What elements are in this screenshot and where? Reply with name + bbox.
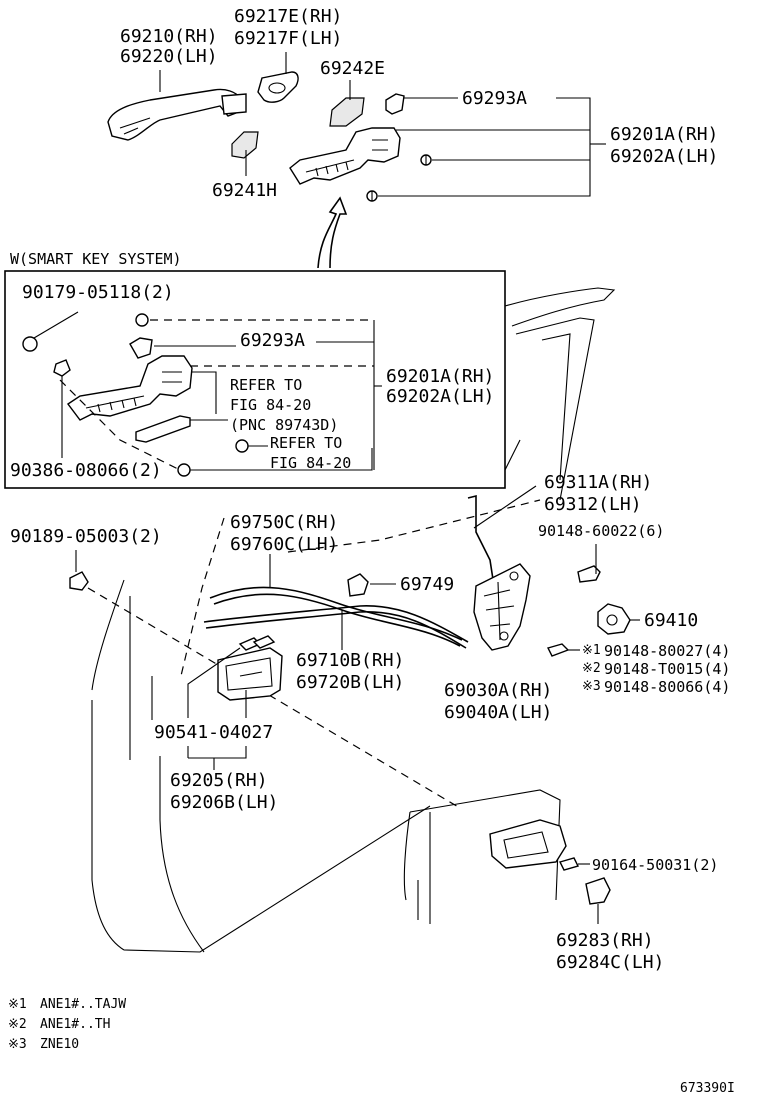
note-3-text: ZNE10: [40, 1037, 79, 1052]
callout-lock-rh: 69030A(RH): [444, 680, 552, 701]
callout-clip-69749: 69749: [400, 574, 454, 595]
sk-refer2-b: FIG 84-20: [270, 454, 351, 472]
inner-panel-handle-part[interactable]: [489, 819, 567, 869]
callout-screw-09-3: 90148-80066(4): [604, 678, 730, 696]
callout-cover-rh: 69217E(RH): [234, 6, 342, 27]
inside-handle-part[interactable]: [217, 647, 283, 701]
pad-69242e-part[interactable]: [329, 97, 365, 127]
note-2-text: ANE1#..TH: [40, 1017, 110, 1032]
sk-frame-lh: 69202A(LH): [386, 386, 494, 407]
sk-frame-rh: 69201A(RH): [386, 366, 494, 387]
sk-screw-part: [22, 336, 38, 352]
callout-screw-90541: 90541-04027: [154, 722, 273, 743]
cable-clip-69749-part[interactable]: [347, 573, 369, 597]
cable-69710b-part[interactable]: [203, 605, 469, 649]
sk-screw-top: 90179-05118(2): [22, 282, 174, 303]
callout-cover-lh: 69217F(LH): [234, 28, 342, 49]
callout-cable-c-rh: 69750C(RH): [230, 512, 338, 533]
callout-cable-c-lh: 69760C(LH): [230, 534, 338, 555]
screw-09-part: [546, 643, 570, 657]
callout-screw-90164: 90164-50031(2): [592, 856, 718, 874]
callout-inner-rh: 69205(RH): [170, 770, 268, 791]
sk-nut-bottom: 90386-08066(2): [10, 460, 162, 481]
callout-handle-rh: 69210(RH): [120, 26, 218, 47]
striker-part[interactable]: [597, 603, 631, 635]
sk-refer1-b: FIG 84-20: [230, 396, 311, 414]
sk-clip-small: [135, 313, 149, 327]
callout-screw-09-1: 90148-80027(4): [604, 642, 730, 660]
mark-2: ※2: [582, 661, 601, 676]
clip-69293a-part[interactable]: [385, 93, 405, 115]
pad-69241h-part[interactable]: [231, 131, 259, 159]
note-3-mark: ※3: [8, 1037, 27, 1052]
callout-cover-lh: 69284C(LH): [556, 952, 664, 973]
note-1-text: ANE1#..TAJW: [40, 997, 126, 1012]
sk-clip-label: 69293A: [240, 330, 305, 351]
mark-1: ※1: [582, 643, 601, 658]
sk-bolt-part: [235, 439, 249, 453]
callout-cable-b-lh: 69720B(LH): [296, 672, 404, 693]
callout-pad-69241h: 69241H: [212, 180, 277, 201]
callout-handle-lh: 69220(LH): [120, 46, 218, 67]
sk-nut-part: [53, 359, 71, 377]
door-outline: [91, 287, 616, 953]
callout-rod-lh: 69312(LH): [544, 494, 642, 515]
callout-screw-09-2: 90148-T0015(4): [604, 660, 730, 678]
smart-key-box: [4, 270, 506, 489]
callout-pad-69242e: 69242E: [320, 58, 385, 79]
handle-cover-part[interactable]: [257, 71, 299, 103]
mark-3: ※3: [582, 679, 601, 694]
screw-90164-part: [558, 857, 580, 871]
callout-screw-6: 90148-60022(6): [538, 522, 664, 540]
callout-clip-69293a: 69293A: [462, 88, 527, 109]
callout-nut-90189: 90189-05003(2): [10, 526, 162, 547]
handle-frame-part[interactable]: [289, 127, 401, 185]
outside-handle-part[interactable]: [107, 88, 247, 141]
smart-key-title: W(SMART KEY SYSTEM): [10, 250, 182, 268]
screw-6-part: [577, 565, 601, 583]
callout-lock-lh: 69040A(LH): [444, 702, 552, 723]
sk-sensor-part[interactable]: [135, 415, 191, 443]
sk-clip-69293a-part[interactable]: [129, 337, 153, 359]
callout-frame-lh: 69202A(LH): [610, 146, 718, 167]
callout-striker: 69410: [644, 610, 698, 631]
screw-top-1: [420, 154, 432, 166]
callout-cover-rh: 69283(RH): [556, 930, 654, 951]
screw-top-2: [366, 190, 378, 202]
sk-nut-bottom-part: [177, 463, 191, 477]
cover-69283-part[interactable]: [585, 877, 611, 905]
callout-cable-b-rh: 69710B(RH): [296, 650, 404, 671]
nut-90189-part: [69, 571, 89, 591]
sk-refer1-a: REFER TO: [230, 376, 302, 394]
callout-inner-lh: 69206B(LH): [170, 792, 278, 813]
note-2-mark: ※2: [8, 1017, 27, 1032]
screw-90541-part: [238, 635, 276, 651]
sk-refer2-a: REFER TO: [270, 434, 342, 452]
assembly-arrow-icon: [317, 196, 348, 269]
figure-id: 673390I: [680, 1081, 735, 1096]
callout-rod-rh: 69311A(RH): [544, 472, 652, 493]
door-lock-part[interactable]: [473, 563, 531, 651]
note-1-mark: ※1: [8, 997, 27, 1012]
lock-rod-part[interactable]: [467, 494, 500, 587]
callout-frame-rh: 69201A(RH): [610, 124, 718, 145]
sk-refer1-c: (PNC 89743D): [230, 416, 338, 434]
sk-frame-part[interactable]: [66, 355, 193, 421]
